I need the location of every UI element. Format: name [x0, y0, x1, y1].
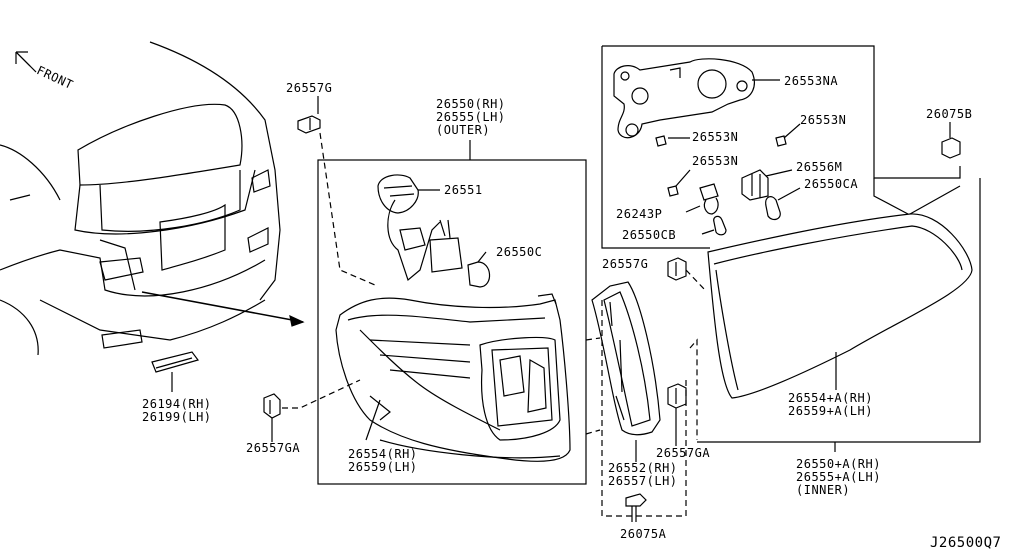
socket-26556M	[741, 169, 793, 201]
front-arrow-icon	[15, 51, 37, 73]
label-26552-rh: 26552(RH)	[608, 461, 678, 475]
label-26553N-a: 26553N	[692, 130, 739, 144]
diagram-code: J26500Q7	[930, 535, 1002, 551]
label-26553NA: 26553NA	[784, 74, 839, 88]
label-26550CB: 26550CB	[622, 228, 677, 242]
label-26557GA-right: 26557GA	[656, 446, 711, 460]
screw-26075A	[625, 493, 647, 522]
gasket-26552	[591, 281, 661, 462]
label-26557-lh: 26557(LH)	[608, 474, 678, 488]
bulb-26550CB	[713, 215, 727, 236]
grommet-26557G-top	[297, 96, 376, 286]
label-26559-lh: 26559(LH)	[348, 460, 418, 474]
bracket-26553NA	[613, 58, 780, 139]
inner-assembly-box	[697, 178, 981, 443]
label-26557G-mid: 26557G	[602, 257, 649, 271]
label-26554A-rh: 26554+A(RH)	[788, 391, 873, 405]
nut-26075B	[941, 122, 961, 159]
label-26550CA: 26550CA	[804, 177, 859, 191]
label-26243P: 26243P	[616, 207, 663, 221]
outer-lens-26554	[335, 293, 571, 462]
label-26557G-top: 26557G	[286, 81, 333, 95]
label-26550A-rh: 26550+A(RH)	[796, 457, 881, 471]
inner-lamp-26554A	[707, 213, 973, 399]
vehicle-rear-outline	[0, 41, 281, 356]
grommet-26557GA-right	[667, 383, 687, 446]
label-26557GA-left: 26557GA	[246, 441, 301, 455]
label-26559A-lh: 26559+A(LH)	[788, 404, 873, 418]
label-26550-rh: 26550(RH)	[436, 97, 506, 111]
label-26075A: 26075A	[620, 527, 667, 541]
label-26553N-b: 26553N	[800, 113, 847, 127]
label-26550C: 26550C	[496, 245, 543, 259]
label-26554-rh: 26554(RH)	[348, 447, 418, 461]
label-26551: 26551	[444, 183, 483, 197]
label-26555-lh: 26555(LH)	[436, 110, 506, 124]
bulb-parts-box	[602, 45, 961, 179]
bulb-26550CA	[765, 196, 781, 221]
socket-26243P	[685, 183, 719, 215]
label-26555A-lh: 26555+A(LH)	[796, 470, 881, 484]
side-marker-lamp	[151, 351, 200, 392]
label-inner: (INNER)	[796, 483, 851, 497]
label-26553N-c: 26553N	[692, 154, 739, 168]
grommet-26557G-mid	[667, 257, 706, 291]
label-outer: (OUTER)	[436, 123, 491, 137]
grommet-26557GA-left	[263, 379, 361, 442]
label-26556M: 26556M	[796, 160, 843, 174]
outer-assembly-box	[317, 159, 587, 485]
bulb-socket-26551	[377, 174, 491, 288]
label-26075B: 26075B	[926, 107, 973, 121]
label-26199-lh: 26199(LH)	[142, 410, 212, 424]
label-26194-rh: 26194(RH)	[142, 397, 212, 411]
